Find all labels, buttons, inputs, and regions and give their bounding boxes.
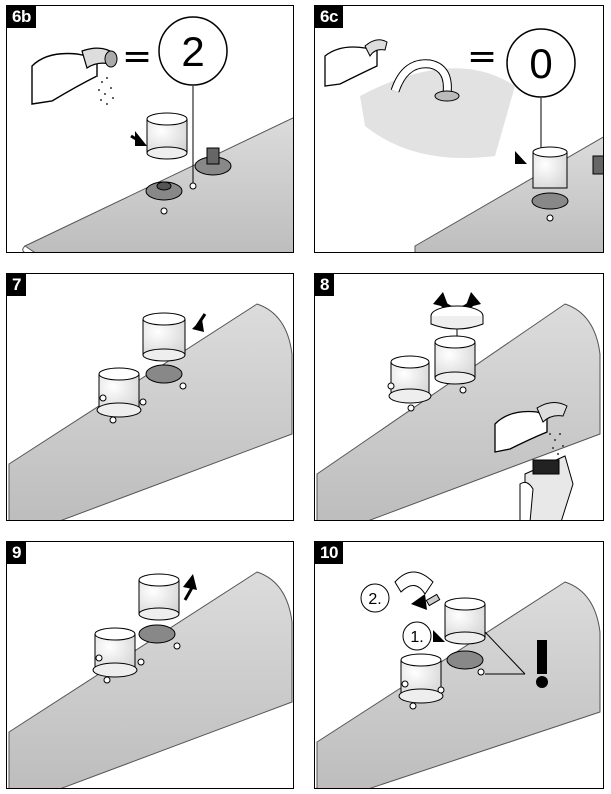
handle-knob-installed [387, 355, 432, 412]
countertop [8, 571, 293, 788]
illustration-10: 2. 1. [316, 571, 601, 788]
handle-knob [434, 335, 476, 394]
handle-knob [146, 112, 188, 160]
illustration-6c: = 0 [324, 28, 603, 252]
shower-head-icon [81, 47, 118, 69]
count-circle [158, 16, 228, 86]
handle-knob-installed [398, 653, 445, 710]
down-arrow-icon [433, 630, 445, 642]
bathtub-spout-shadow [360, 68, 515, 158]
step-label: 10 [315, 542, 343, 564]
step-label: 8 [315, 274, 334, 296]
countertop [316, 581, 601, 788]
warning-icon [536, 640, 548, 688]
panel-8: 8 [314, 273, 604, 521]
illustration-6b: = 2 [22, 16, 293, 252]
step-label: 9 [7, 542, 26, 564]
countertop [8, 303, 293, 520]
panel-10: 10 2. 1. [314, 541, 604, 789]
handle-knob [444, 597, 486, 645]
step-label: 6b [7, 6, 36, 28]
handle-knob [142, 312, 186, 362]
handle-knob-installed [92, 627, 145, 684]
panel-7: 7 [6, 273, 294, 521]
down-arrow-icon [135, 131, 147, 146]
illustration-7 [8, 303, 293, 520]
down-arrow-icon [515, 151, 527, 164]
step1-circle [402, 621, 432, 651]
step2-label: 2. [368, 591, 381, 608]
shower-head-icon [536, 402, 568, 423]
panel-6b: 6b = 2 [6, 5, 294, 253]
valve-right [189, 147, 232, 190]
handle-knob [532, 146, 568, 189]
valve-right [138, 624, 181, 650]
water-spray-icon [96, 75, 114, 105]
equals-sign: = [467, 36, 497, 77]
step-label: 7 [7, 274, 26, 296]
equals-sign: = [122, 36, 152, 77]
illustration-9 [8, 571, 293, 788]
countertop [316, 303, 601, 520]
shower-head-icon [364, 39, 388, 58]
handle-knob [138, 573, 180, 621]
valve-left [531, 192, 569, 222]
rotate-arrow-icon [394, 571, 434, 610]
spout-icon [390, 59, 460, 102]
illustration-8 [316, 292, 601, 520]
water-spray-icon [549, 433, 564, 455]
cap-icon [430, 305, 484, 330]
step2-circle [360, 583, 390, 613]
hand-icon [324, 46, 378, 87]
up-arrow-icon [183, 574, 197, 590]
valve-right [446, 650, 485, 676]
count-circle [506, 28, 576, 98]
hand-icon [494, 410, 548, 453]
panel-6c: 6c = 0 [314, 5, 604, 253]
thermometer-card-icon [519, 455, 574, 520]
handle-knob-installed [96, 367, 147, 424]
rotation-count: 2 [181, 28, 204, 75]
screw-icon [425, 593, 441, 607]
valve-right [145, 364, 187, 390]
panel-9: 9 [6, 541, 294, 789]
step1-label: 1. [410, 629, 423, 646]
step-label: 6c [315, 6, 343, 28]
valve-left [145, 181, 183, 215]
rotation-count: 0 [529, 40, 552, 87]
valve-right [592, 155, 603, 175]
